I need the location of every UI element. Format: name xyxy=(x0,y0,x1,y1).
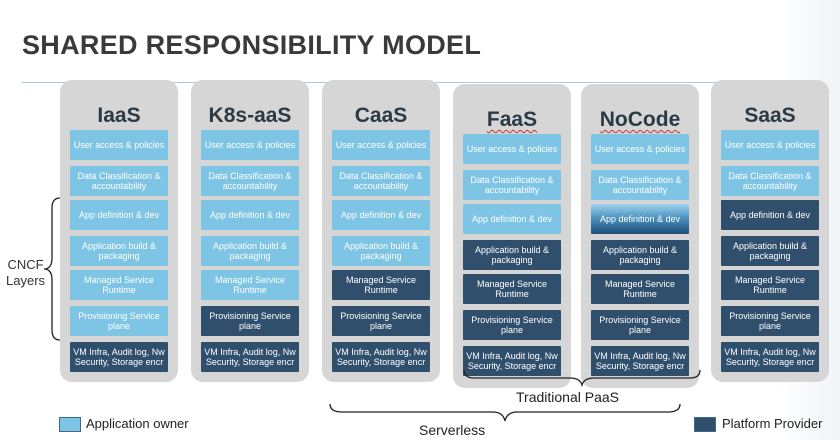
layer-cell: Provisioning Service plane xyxy=(463,310,561,340)
platform-provider-legend: Platform Provider xyxy=(722,416,823,431)
layer-cell: App definition & dev xyxy=(332,200,430,230)
layer-cell: App definition & dev xyxy=(201,200,299,230)
layer-cell: Application build & packaging xyxy=(332,236,430,266)
layer-cell: User access & policies xyxy=(201,130,299,160)
layer-cell: User access & policies xyxy=(591,134,689,164)
layer-cell: Provisioning Service plane xyxy=(332,306,430,336)
layer-cell: Managed Service Runtime xyxy=(332,270,430,300)
column-title: SaaS xyxy=(744,104,796,127)
layer-cell: VM Infra, Audit log, Nw Security, Storag… xyxy=(332,342,430,372)
layer-cell: Data Classification & accountability xyxy=(201,166,299,196)
layers-label-line: Layers xyxy=(6,273,46,288)
serverless-label: Serverless xyxy=(419,422,486,438)
cncf-label-line: CNCF xyxy=(7,257,44,272)
layer-cell: Application build & packaging xyxy=(70,236,168,266)
layer-cell: Data Classification & accountability xyxy=(721,166,819,196)
layer-cell: App definition & dev xyxy=(463,204,561,234)
cncf-layers-label: CNCF Layers xyxy=(6,257,45,289)
application-owner-legend: Application owner xyxy=(86,416,189,431)
layer-cell: Provisioning Service plane xyxy=(721,306,819,336)
layer-cell: Application build & packaging xyxy=(721,236,819,266)
layer-cell: Managed Service Runtime xyxy=(591,274,689,304)
layer-cell: Data Classification & accountability xyxy=(70,166,168,196)
layer-cell: App definition & dev xyxy=(591,204,689,234)
layer-cell: Provisioning Service plane xyxy=(70,306,168,336)
layer-cell: Data Classification & accountability xyxy=(591,170,689,200)
layer-cell: VM Infra, Audit log, Nw Security, Storag… xyxy=(201,342,299,372)
traditional-paas-label: Traditional PaaS xyxy=(516,389,619,405)
cncf-layers-brace xyxy=(43,197,61,341)
layer-cell: Provisioning Service plane xyxy=(591,310,689,340)
layer-cell: VM Infra, Audit log, Nw Security, Storag… xyxy=(70,342,168,372)
layer-cell: Data Classification & accountability xyxy=(332,166,430,196)
traditional-paas-brace xyxy=(463,369,701,388)
layer-cell: Application build & packaging xyxy=(463,240,561,270)
layer-cell: Managed Service Runtime xyxy=(721,270,819,300)
column-title: FaaS xyxy=(486,108,538,131)
layer-cell: Provisioning Service plane xyxy=(201,306,299,336)
layer-cell: VM Infra, Audit log, Nw Security, Storag… xyxy=(463,346,561,376)
layer-cell: Managed Service Runtime xyxy=(70,270,168,300)
platform-provider-swatch xyxy=(694,417,716,432)
column-title: CaaS xyxy=(354,104,408,127)
layer-cell: User access & policies xyxy=(332,130,430,160)
layer-cell: User access & policies xyxy=(721,130,819,160)
layer-cell: Application build & packaging xyxy=(591,240,689,270)
layer-cell: User access & policies xyxy=(70,130,168,160)
layer-cell: Managed Service Runtime xyxy=(201,270,299,300)
page-title: SHARED RESPONSIBILITY MODEL xyxy=(22,30,482,60)
layer-cell: Application build & packaging xyxy=(201,236,299,266)
column-title: IaaS xyxy=(97,104,141,127)
serverless-brace xyxy=(329,403,681,422)
layer-cell: App definition & dev xyxy=(70,200,168,230)
layer-cell: User access & policies xyxy=(463,134,561,164)
application-owner-swatch xyxy=(59,417,81,432)
column-title: K8s-aaS xyxy=(208,104,292,127)
layer-cell: VM Infra, Audit log, Nw Security, Storag… xyxy=(591,346,689,376)
layer-cell: Data Classification & accountability xyxy=(463,170,561,200)
column-title: NoCode xyxy=(599,108,681,131)
layer-cell: App definition & dev xyxy=(721,200,819,230)
layer-cell: VM Infra, Audit log, Nw Security, Storag… xyxy=(721,342,819,372)
layer-cell: Managed Service Runtime xyxy=(463,274,561,304)
